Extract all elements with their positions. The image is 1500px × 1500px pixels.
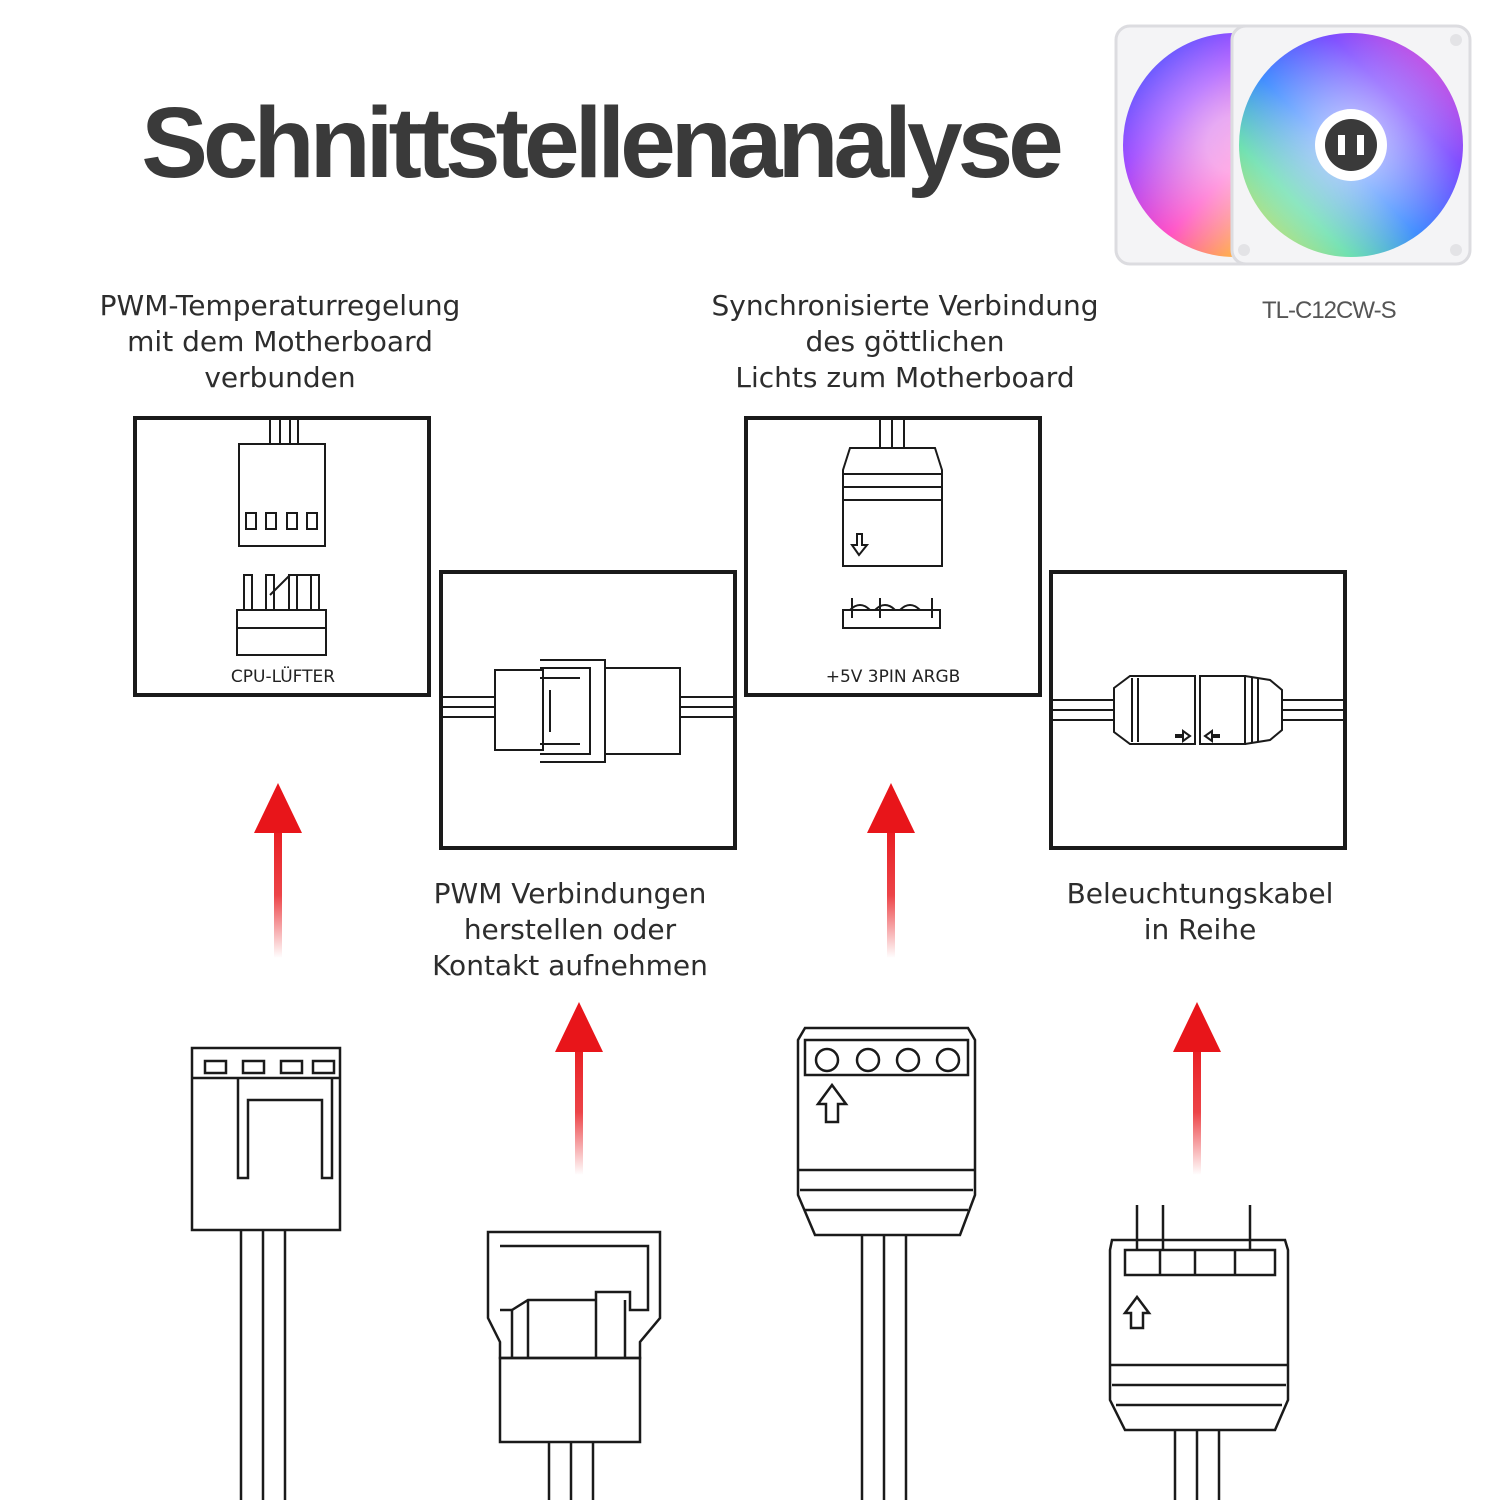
arrow-up-3 bbox=[867, 783, 915, 958]
bottom-argb-male-connector bbox=[1108, 1205, 1290, 1500]
bottom-argb-female-connector bbox=[796, 1026, 977, 1500]
label-argb-header: +5V 3PIN ARGB bbox=[826, 667, 961, 687]
caption-pwm-connect: PWM Verbindungen herstellen oder Kontakt… bbox=[432, 877, 708, 982]
box-argb-header bbox=[744, 416, 1042, 697]
arrow-up-4 bbox=[1173, 1002, 1221, 1175]
arrow-up-1 bbox=[254, 783, 302, 958]
label-cpu-fan: CPU-LÜFTER bbox=[231, 665, 335, 687]
arrow-up-2 bbox=[555, 1002, 603, 1175]
caption-light-series: Beleuchtungskabel in Reihe bbox=[1066, 877, 1334, 946]
model-number: TL-C12CW-S bbox=[1262, 297, 1397, 324]
box-argb-inline bbox=[1049, 570, 1347, 850]
box-pwm-extension bbox=[439, 570, 737, 850]
bottom-pwm-connector bbox=[190, 1046, 342, 1500]
bottom-pwm-male-connector bbox=[486, 1230, 662, 1500]
box-pwm-header bbox=[133, 416, 431, 697]
caption-argb-motherboard: Synchronisierte Verbindung des göttliche… bbox=[711, 289, 1099, 394]
caption-pwm-motherboard: PWM-Temperaturregelung mit dem Motherboa… bbox=[99, 289, 461, 394]
page-title: Schnittstellenanalyse bbox=[141, 87, 1064, 199]
fan-product-image bbox=[1114, 24, 1472, 266]
